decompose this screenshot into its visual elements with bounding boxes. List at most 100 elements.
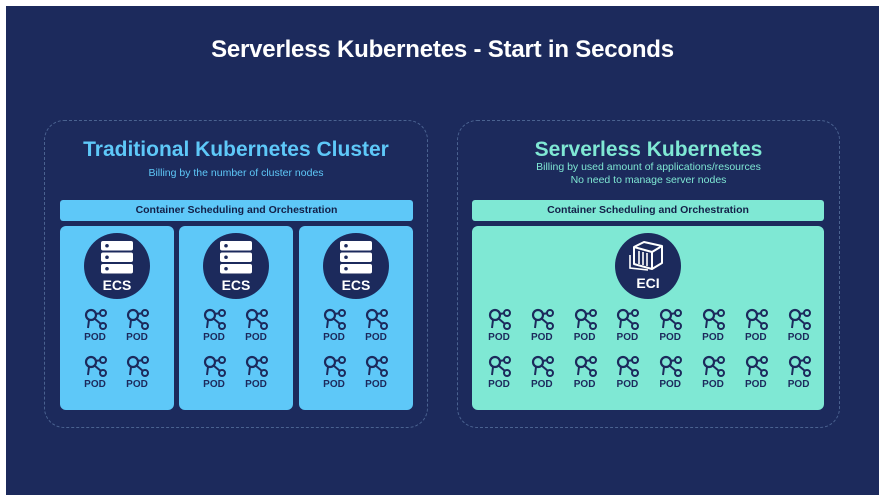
pod-label: POD [323,379,345,390]
pod: POD [693,354,733,394]
pod-icon [660,355,683,377]
pod-label: POD [787,332,810,343]
eci-box: ECI POD POD POD POD POD POD POD POD POD POD POD POD… [472,226,824,410]
pod: POD [607,354,647,394]
serverless-panel: Serverless Kubernetes Billing by used am… [457,120,840,428]
pod-icon [84,355,107,377]
pod: POD [736,354,776,394]
pod-label: POD [702,379,724,390]
pod-label: POD [530,332,553,343]
pod: POD [479,307,519,347]
pod-label: POD [530,379,553,390]
ecs-node-box: ECS POD POD POD POD [299,226,413,410]
pod-icon [788,355,811,377]
eci-label: ECI [636,275,660,291]
pod-label: POD [616,332,639,343]
pod-label: POD [245,332,267,343]
pod-label: POD [84,332,106,343]
server-stack-icon [220,241,252,274]
pod-icon [365,308,388,330]
serverless-subtitle-line-2: No need to manage server nodes [570,174,727,186]
pod-icon [323,355,346,377]
pod-label: POD [573,379,596,390]
pod-icon [126,355,149,377]
pod: POD [650,354,690,394]
pod-icon [617,355,640,377]
pod-icon [126,308,149,330]
pod-label: POD [203,379,225,390]
pod-icon [531,308,554,330]
pod: POD [736,307,776,347]
ecs-circle: ECS [323,233,389,299]
pod-icon [745,308,768,330]
pod-icon [84,308,107,330]
ecs-label: ECS [341,277,371,293]
pod-label: POD [744,332,767,343]
ecs-circle: ECS [203,233,269,299]
pod-icon [702,308,725,330]
pod: POD [236,354,276,394]
pod-icon [245,308,268,330]
eci-circle: ECI [615,233,681,299]
pod-label: POD [702,332,724,343]
pod-label: POD [659,379,682,390]
pod-label: POD [488,379,510,390]
pod: POD [779,354,819,394]
pod: POD [356,354,396,394]
serverless-subtitle-line-1: Billing by used amount of applications/r… [536,161,761,173]
pod-label: POD [126,379,148,390]
pod-label: POD [203,332,225,343]
pod: POD [314,354,354,394]
pod-icon [660,308,683,330]
traditional-panel: Traditional Kubernetes Cluster Billing b… [44,120,428,428]
serverless-title: Serverless Kubernetes [534,138,763,161]
pod-icon [245,355,268,377]
pod: POD [194,354,234,394]
pod-label: POD [323,332,345,343]
server-stack-icon [101,241,133,274]
pod: POD [650,307,690,347]
pod: POD [479,354,519,394]
ecs-circle: ECS [84,233,150,299]
pod-icon [702,355,725,377]
pod-label: POD [744,379,767,390]
pod: POD [236,307,276,347]
ecs-label: ECS [102,277,132,293]
pod-label: POD [365,332,387,343]
ecs-label: ECS [221,277,251,293]
pod: POD [75,307,115,347]
pod-label: POD [787,379,810,390]
server-stack-icon [340,241,372,274]
pod: POD [522,307,562,347]
pod: POD [522,354,562,394]
traditional-subtitle: Billing by the number of cluster nodes [148,167,324,179]
pod-icon [617,308,640,330]
pod: POD [693,307,733,347]
pod: POD [565,354,605,394]
pod-label: POD [616,379,639,390]
pod-icon [203,308,226,330]
traditional-orchestration-bar: Container Scheduling and Orchestration [60,200,413,221]
pod: POD [117,354,157,394]
slide: Serverless Kubernetes - Start in Seconds… [6,6,879,495]
pod-label: POD [245,379,267,390]
ecs-node-box: ECS POD POD POD POD [179,226,293,410]
pod-icon [488,355,511,377]
pod-icon [531,355,554,377]
pod-icon [365,355,388,377]
traditional-title: Traditional Kubernetes Cluster [83,138,389,161]
pod-label: POD [573,332,596,343]
pod-icon [788,308,811,330]
pod-label: POD [126,332,148,343]
slide-title: Serverless Kubernetes - Start in Seconds [211,36,674,63]
pod-label: POD [488,332,510,343]
pod-label: POD [365,379,387,390]
pod-icon [574,308,597,330]
serverless-orchestration-bar: Container Scheduling and Orchestration [472,200,824,221]
container-icon [629,241,663,271]
pod-icon [574,355,597,377]
pod-icon [203,355,226,377]
pod: POD [356,307,396,347]
pod: POD [314,307,354,347]
pod: POD [194,307,234,347]
